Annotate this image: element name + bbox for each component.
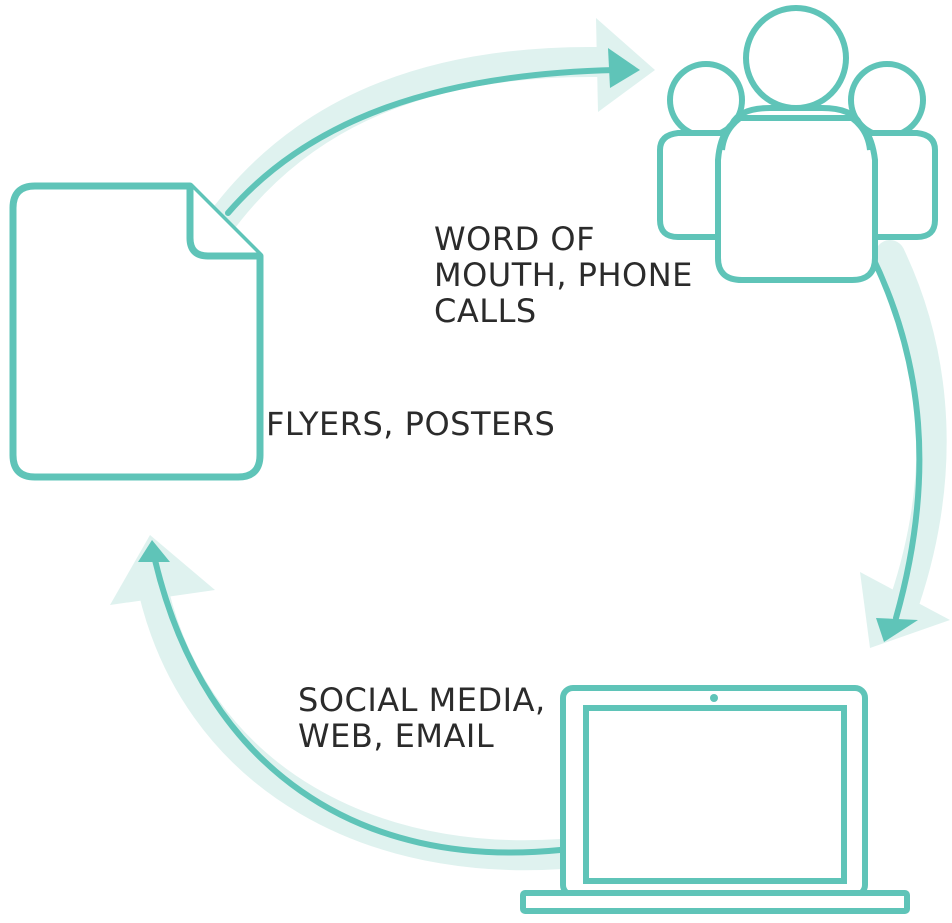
label-word-of-mouth: WORD OF MOUTH, PHONE CALLS	[434, 221, 693, 329]
people-icon	[657, 5, 938, 283]
label-social-media: SOCIAL MEDIA, WEB, EMAIL	[298, 682, 546, 754]
laptop-icon	[520, 685, 910, 914]
label-social-media-line-1: SOCIAL MEDIA,	[298, 681, 546, 719]
arrow-people-to-laptop	[860, 240, 950, 648]
document-icon	[9, 182, 264, 481]
arrow-laptop-to-document	[110, 535, 615, 871]
label-flyers-posters-line-1: FLYERS, POSTERS	[266, 405, 556, 443]
arrow-document-to-people	[200, 18, 655, 245]
label-word-of-mouth-line-1: WORD OF	[434, 220, 595, 258]
label-word-of-mouth-line-2: MOUTH, PHONE	[434, 256, 693, 294]
label-word-of-mouth-line-3: CALLS	[434, 292, 537, 330]
label-flyers-posters: FLYERS, POSTERS	[266, 406, 555, 442]
label-social-media-line-2: WEB, EMAIL	[298, 717, 495, 755]
